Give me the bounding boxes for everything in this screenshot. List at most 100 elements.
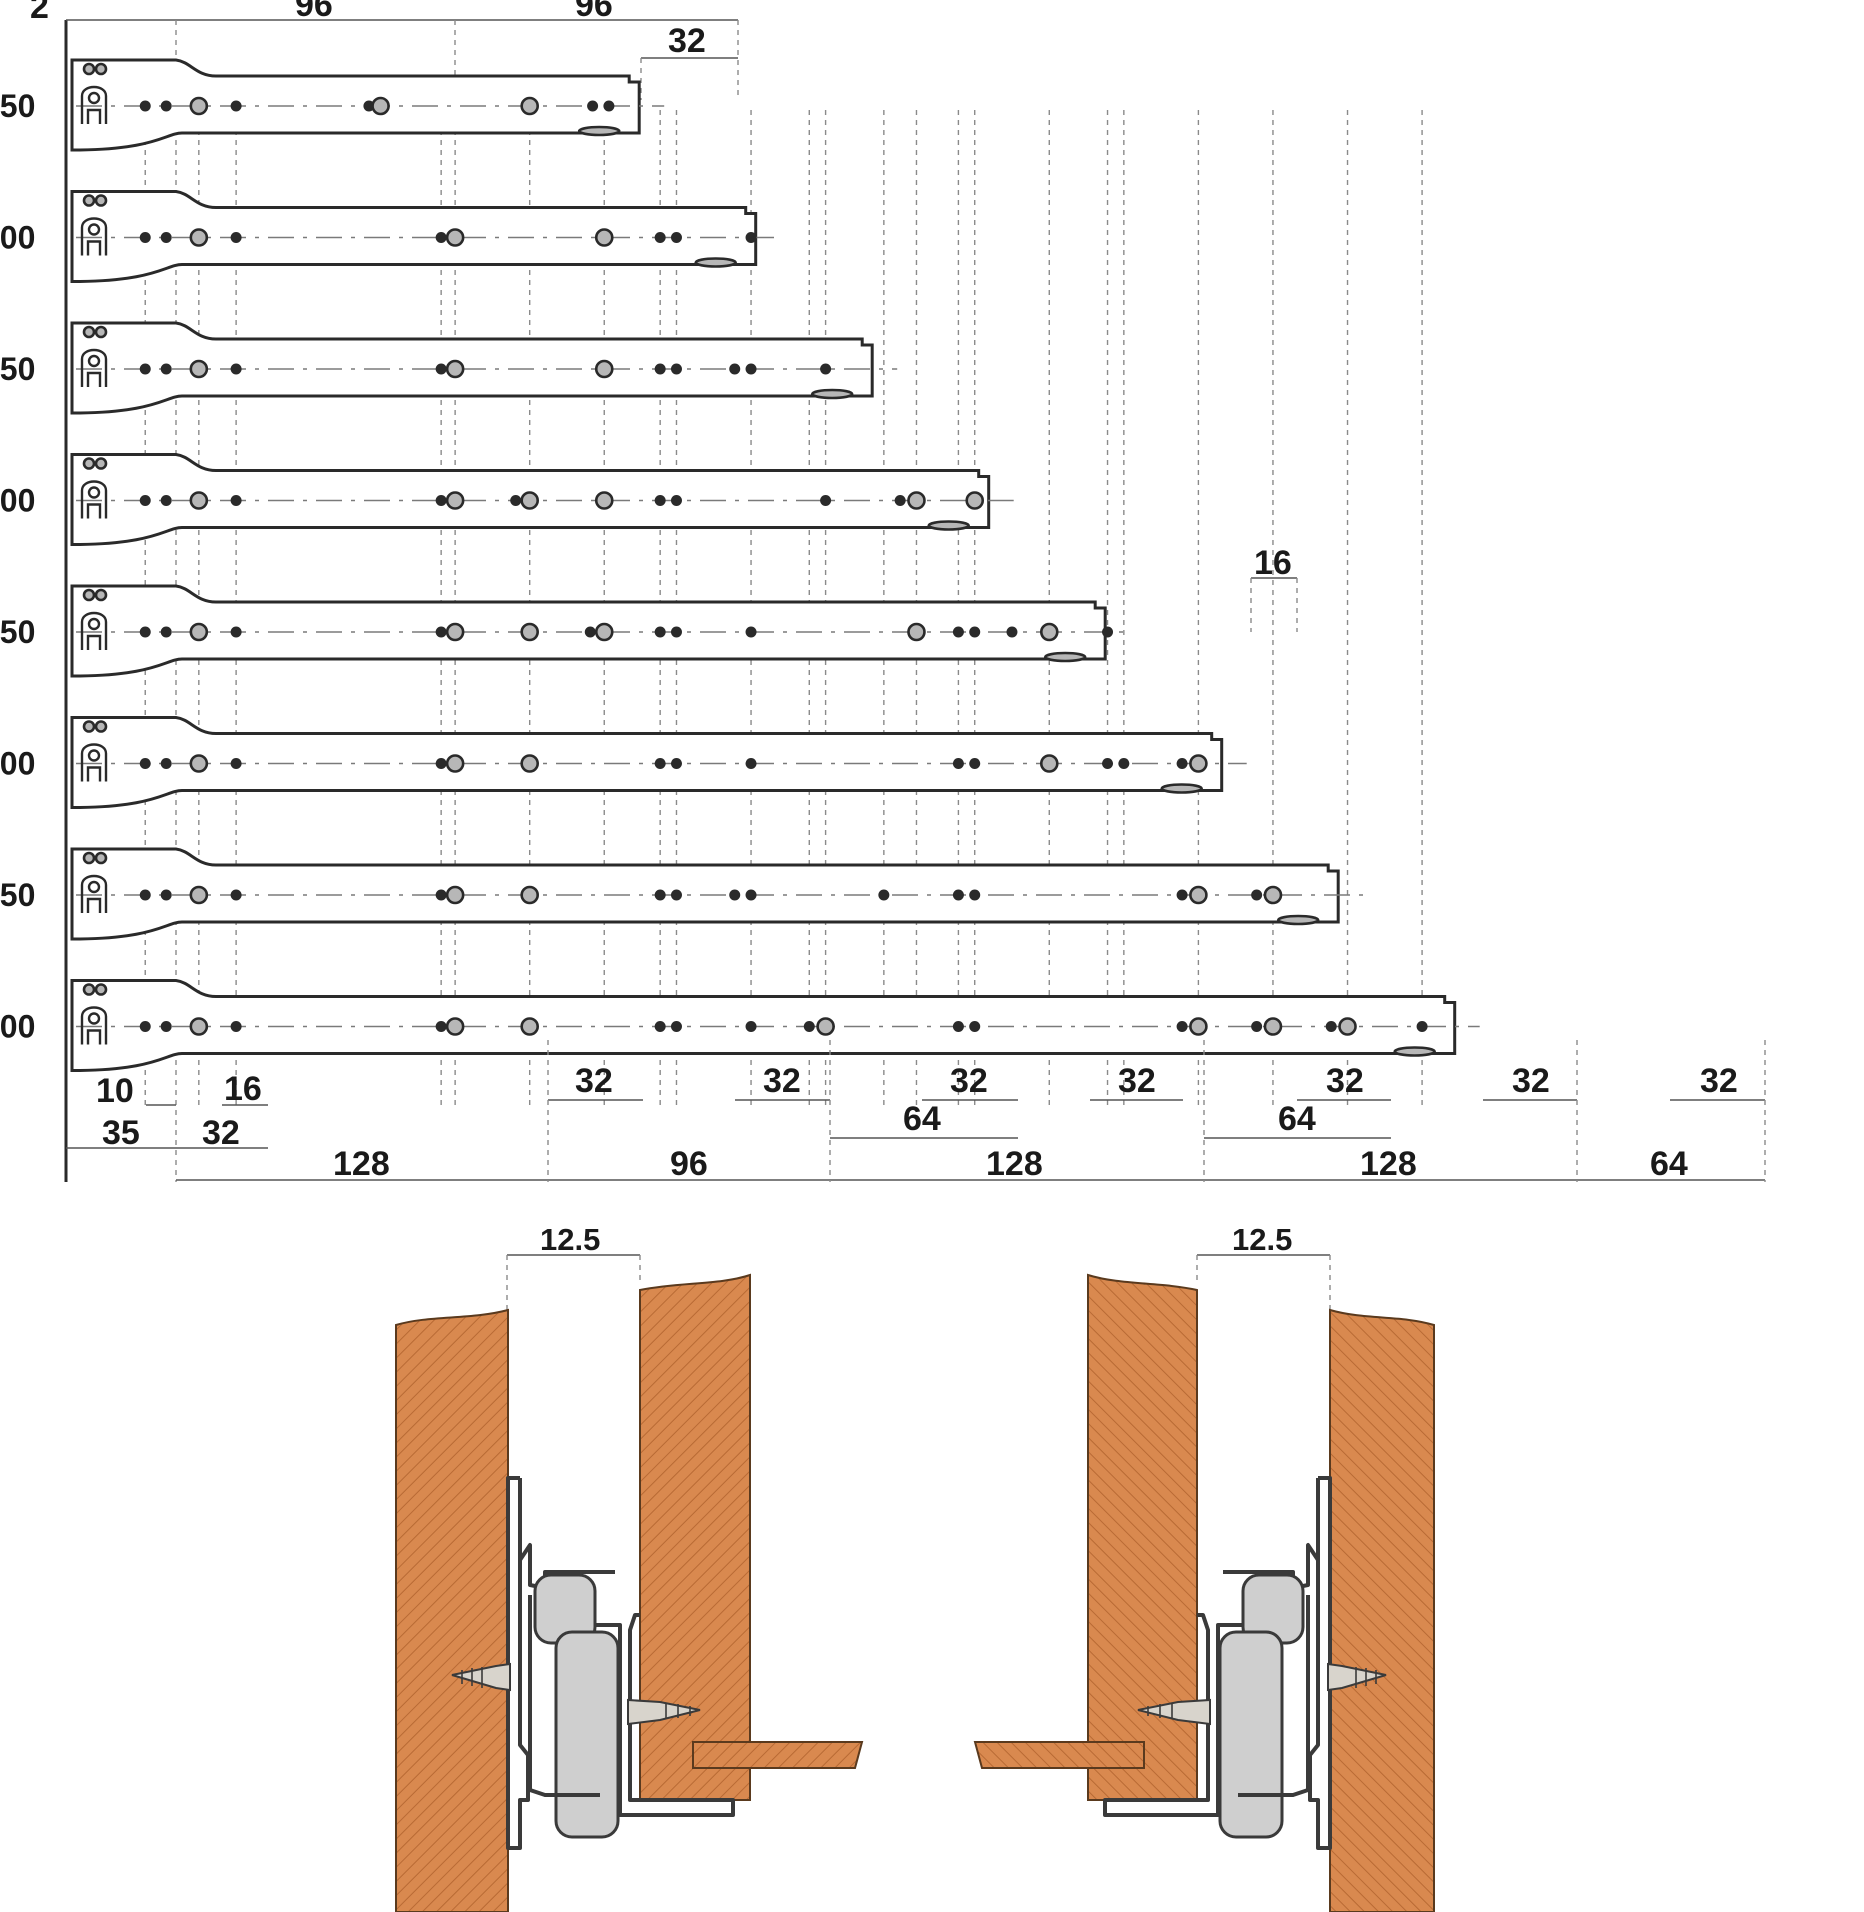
cabinet-side-panel-left xyxy=(395,1308,509,1912)
drawer-side-panel-right xyxy=(1087,1273,1198,1801)
rail-profiles: 250300350300350500550600 xyxy=(0,58,1480,1073)
drawer-side-panel-left xyxy=(639,1273,751,1801)
hole-small xyxy=(230,100,242,112)
hole-small xyxy=(670,889,682,901)
hole-small xyxy=(670,758,682,769)
hole-small xyxy=(745,1021,757,1032)
rail-logo-icon xyxy=(80,874,108,913)
hole-small xyxy=(1251,889,1263,901)
dim-32-row1-1: 32 xyxy=(575,1062,613,1100)
hole-large xyxy=(1189,885,1208,905)
hole-large xyxy=(1263,1017,1283,1036)
hole-large xyxy=(445,359,465,379)
rail-right-bracket xyxy=(1238,1595,1310,1797)
dim-32-row1-7: 32 xyxy=(1700,1062,1738,1100)
rail-length-label: 350 xyxy=(0,614,35,650)
cabinet-side-panel-right xyxy=(1329,1308,1435,1912)
rail-length-label: 250 xyxy=(0,88,35,124)
hole-small xyxy=(1006,626,1018,638)
rail-end-slot xyxy=(694,257,738,268)
hole-small xyxy=(1416,1021,1428,1032)
hole-small xyxy=(745,232,757,243)
hole-small xyxy=(230,1021,242,1032)
hole-top xyxy=(82,720,96,733)
hole-small xyxy=(363,100,375,112)
hole-small xyxy=(654,889,666,901)
hole-small xyxy=(878,889,890,901)
hole-small xyxy=(803,1021,815,1032)
hole-small xyxy=(510,495,522,506)
hole-small xyxy=(1325,1021,1337,1032)
hole-top xyxy=(94,194,108,207)
rail-600: 600 xyxy=(0,979,1480,1073)
rail-450: 350 xyxy=(0,584,1131,678)
rail-length-label: 550 xyxy=(0,877,35,913)
hole-large xyxy=(520,754,539,773)
hole-large xyxy=(520,96,539,116)
rail-length-label: 600 xyxy=(0,1009,35,1045)
rail-length-label: 300 xyxy=(0,220,35,256)
rail-outline xyxy=(70,979,1457,1073)
hole-small xyxy=(435,232,447,243)
hole-top xyxy=(82,851,96,865)
rail-length-label: 350 xyxy=(0,351,35,387)
hole-small xyxy=(160,232,172,243)
hole-small xyxy=(139,758,151,769)
rail-250: 250 xyxy=(0,58,665,152)
hole-small xyxy=(160,626,172,638)
hole-small xyxy=(1102,626,1114,638)
top-dim-32: 32 xyxy=(668,22,706,60)
rail-length-label: 300 xyxy=(0,483,35,519)
dim-16-bottom: 16 xyxy=(224,1070,262,1108)
hole-small xyxy=(745,758,757,769)
hole-large xyxy=(189,228,209,247)
section-view-left: 12.5 xyxy=(395,1222,864,1912)
hole-small xyxy=(969,758,981,769)
hole-large xyxy=(1263,885,1283,905)
hole-large xyxy=(189,622,209,642)
dim-32-row1-5: 32 xyxy=(1326,1062,1364,1100)
rail-end-slot xyxy=(1160,783,1203,794)
hole-small xyxy=(820,363,832,375)
hole-small xyxy=(745,889,757,901)
hole-large xyxy=(1039,622,1059,642)
rail-logo-icon xyxy=(80,85,108,124)
roller-lower-right xyxy=(1218,1630,1284,1839)
hole-top xyxy=(82,457,96,470)
rail-350: 350 xyxy=(0,321,898,415)
hole-small xyxy=(139,495,151,506)
hole-small xyxy=(745,626,757,638)
dim-128-row3-2: 128 xyxy=(986,1145,1043,1183)
top-dim-96-b: 96 xyxy=(575,0,613,24)
hole-small xyxy=(435,626,447,638)
hole-small xyxy=(160,100,172,112)
hole-large xyxy=(965,491,985,510)
dim-96-row3: 96 xyxy=(670,1145,708,1183)
hole-large xyxy=(371,96,390,116)
hole-large xyxy=(907,622,926,642)
hole-small xyxy=(729,889,741,901)
hole-large xyxy=(445,491,465,510)
hole-top xyxy=(82,325,96,339)
hole-large xyxy=(445,622,465,642)
hole-small xyxy=(139,626,151,638)
dim-32-left: 32 xyxy=(202,1114,240,1152)
hole-small xyxy=(952,626,964,638)
section-view-right: 12.5 xyxy=(973,1222,1435,1912)
dim-32-row1-4: 32 xyxy=(1118,1062,1156,1100)
hole-top xyxy=(82,62,96,76)
hole-small xyxy=(969,626,981,638)
drawer-rail-left xyxy=(545,1613,735,1817)
hole-large xyxy=(520,1017,539,1036)
hole-large xyxy=(445,754,465,773)
rail-logo-icon xyxy=(80,611,108,650)
hole-top xyxy=(94,851,108,865)
hole-small xyxy=(139,363,151,375)
hole-small xyxy=(670,1021,682,1032)
hole-large xyxy=(1189,754,1208,773)
screw-drawer-left xyxy=(627,1698,701,1726)
dim-128-row3-1: 128 xyxy=(333,1145,390,1183)
rail-outline xyxy=(70,716,1224,810)
rail-logo-icon xyxy=(80,1006,108,1045)
